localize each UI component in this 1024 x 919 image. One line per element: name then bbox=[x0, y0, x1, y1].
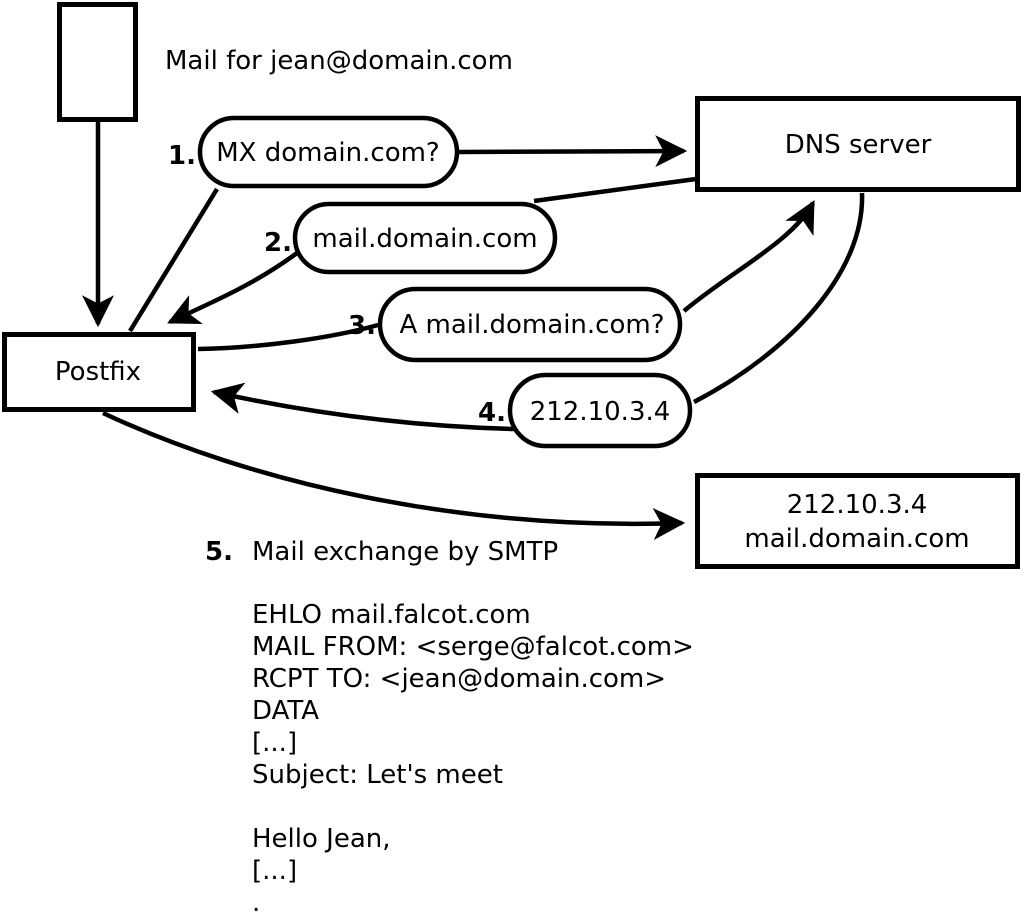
smtp-line: EHLO mail.falcot.com bbox=[252, 600, 531, 630]
step-1-number: 1. bbox=[168, 141, 196, 171]
smtp-line: Hello Jean, bbox=[252, 824, 391, 854]
step-2-number: 2. bbox=[264, 228, 292, 258]
step-1-label: MX domain.com? bbox=[216, 138, 439, 168]
mail-envelope-icon bbox=[57, 2, 138, 122]
smtp-line: . bbox=[252, 888, 260, 918]
smtp-line: RCPT TO: <jean@domain.com> bbox=[252, 664, 666, 694]
dns-server-label: DNS server bbox=[785, 130, 932, 160]
line-postfix-to-query-a bbox=[197, 322, 379, 352]
pill-response-mx bbox=[292, 201, 558, 275]
arrow-response-a-to-postfix bbox=[210, 382, 515, 432]
line-dns-to-response-mx bbox=[533, 176, 697, 204]
arrow-query-a-to-dns bbox=[682, 200, 815, 313]
smtp-line: DATA bbox=[252, 696, 319, 726]
step-3-label: A mail.domain.com? bbox=[400, 310, 665, 340]
dns-server-node bbox=[695, 96, 1021, 192]
step-5-number: 5. bbox=[205, 537, 233, 567]
mail-note: Mail for jean@domain.com bbox=[165, 46, 513, 76]
line-dns-to-response-a bbox=[692, 192, 865, 404]
mail-server-node bbox=[695, 473, 1020, 569]
smtp-line: MAIL FROM: <serge@falcot.com> bbox=[252, 632, 694, 662]
step-4-number: 4. bbox=[478, 398, 506, 428]
line-postfix-to-query-mx bbox=[128, 187, 219, 333]
mail-server-hostname: mail.domain.com bbox=[744, 524, 969, 554]
postfix-node bbox=[2, 332, 196, 412]
mail-server-ip: 212.10.3.4 bbox=[787, 490, 928, 520]
step-2-label: mail.domain.com bbox=[312, 224, 537, 254]
step-3-number: 3. bbox=[348, 311, 376, 341]
pill-response-a bbox=[507, 372, 693, 449]
pill-query-mx bbox=[197, 115, 460, 189]
postfix-label: Postfix bbox=[55, 357, 141, 387]
smtp-line: [...] bbox=[252, 728, 297, 758]
arrow-response-mx-to-postfix bbox=[167, 251, 299, 325]
arrow-smtp-to-mailserver bbox=[102, 410, 686, 541]
smtp-line: Subject: Let's meet bbox=[252, 760, 503, 790]
arrow-query-mx-to-dns bbox=[458, 135, 688, 168]
step-4-label: 212.10.3.4 bbox=[530, 397, 671, 427]
pill-query-a bbox=[377, 286, 683, 363]
smtp-session-transcript: EHLO mail.falcot.com MAIL FROM: <serge@f… bbox=[252, 600, 694, 918]
step-5-label: Mail exchange by SMTP bbox=[252, 537, 558, 567]
smtp-line: [...] bbox=[252, 856, 297, 886]
